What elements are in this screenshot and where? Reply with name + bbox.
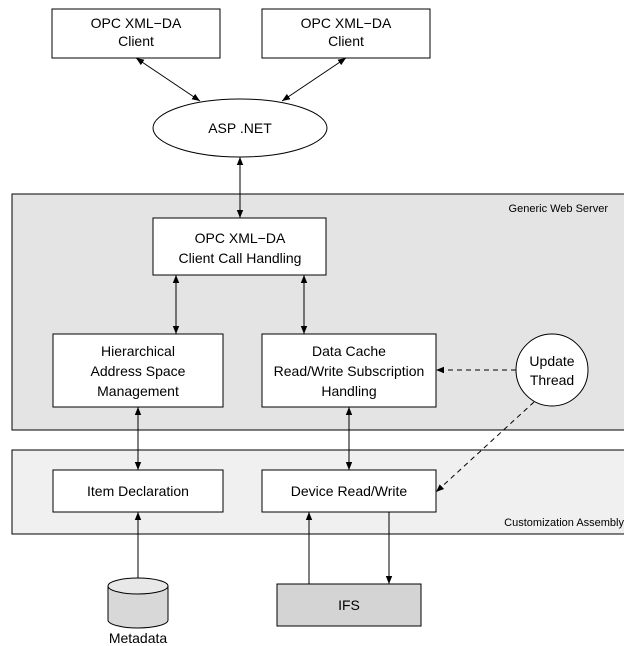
svg-text:OPC XML−DA: OPC XML−DA <box>301 15 392 31</box>
svg-text:Item Declaration: Item Declaration <box>87 483 189 499</box>
svg-text:Management: Management <box>97 383 179 399</box>
svg-text:OPC XML−DA: OPC XML−DA <box>91 15 182 31</box>
svg-text:ASP .NET: ASP .NET <box>208 120 272 136</box>
data-cache-box: Data Cache Read/Write Subscription Handl… <box>261 333 437 408</box>
svg-text:Data Cache: Data Cache <box>312 343 386 359</box>
svg-text:Read/Write Subscription: Read/Write Subscription <box>274 363 425 379</box>
svg-text:Handling: Handling <box>321 383 376 399</box>
svg-text:Client: Client <box>118 33 154 49</box>
customization-assembly-label: Customization Assembly <box>504 517 624 529</box>
svg-text:Thread: Thread <box>530 372 574 388</box>
svg-text:Hierarchical: Hierarchical <box>101 343 175 359</box>
client-call-handling-box: OPC XML−DA Client Call Handling <box>152 217 327 276</box>
opc-client-2: OPC XML−DA Client <box>261 8 431 59</box>
svg-text:Client Call Handling: Client Call Handling <box>179 250 302 266</box>
svg-text:Update: Update <box>529 353 574 369</box>
metadata-database-icon: Metadata <box>107 577 169 646</box>
edge-updatethread-devicerw <box>435 401 535 493</box>
address-space-management-box: Hierarchical Address Space Management <box>52 333 224 408</box>
update-thread-node: Update Thread <box>515 333 589 407</box>
svg-text:IFS: IFS <box>338 597 360 613</box>
edge-client1-aspnet <box>135 57 201 102</box>
edge-client2-aspnet <box>281 57 347 102</box>
svg-text:Address Space: Address Space <box>91 363 186 379</box>
generic-web-server-label: Generic Web Server <box>509 203 609 215</box>
device-read-write-box: Device Read/Write <box>261 469 437 513</box>
svg-text:OPC XML−DA: OPC XML−DA <box>195 230 286 246</box>
item-declaration-box: Item Declaration <box>52 469 224 513</box>
ifs-box: IFS <box>276 583 422 627</box>
opc-client-1: OPC XML−DA Client <box>51 8 221 59</box>
svg-text:Device Read/Write: Device Read/Write <box>291 483 408 499</box>
asp-net-node: ASP .NET <box>152 98 328 158</box>
metadata-label: Metadata <box>109 630 168 646</box>
svg-text:Client: Client <box>328 33 364 49</box>
